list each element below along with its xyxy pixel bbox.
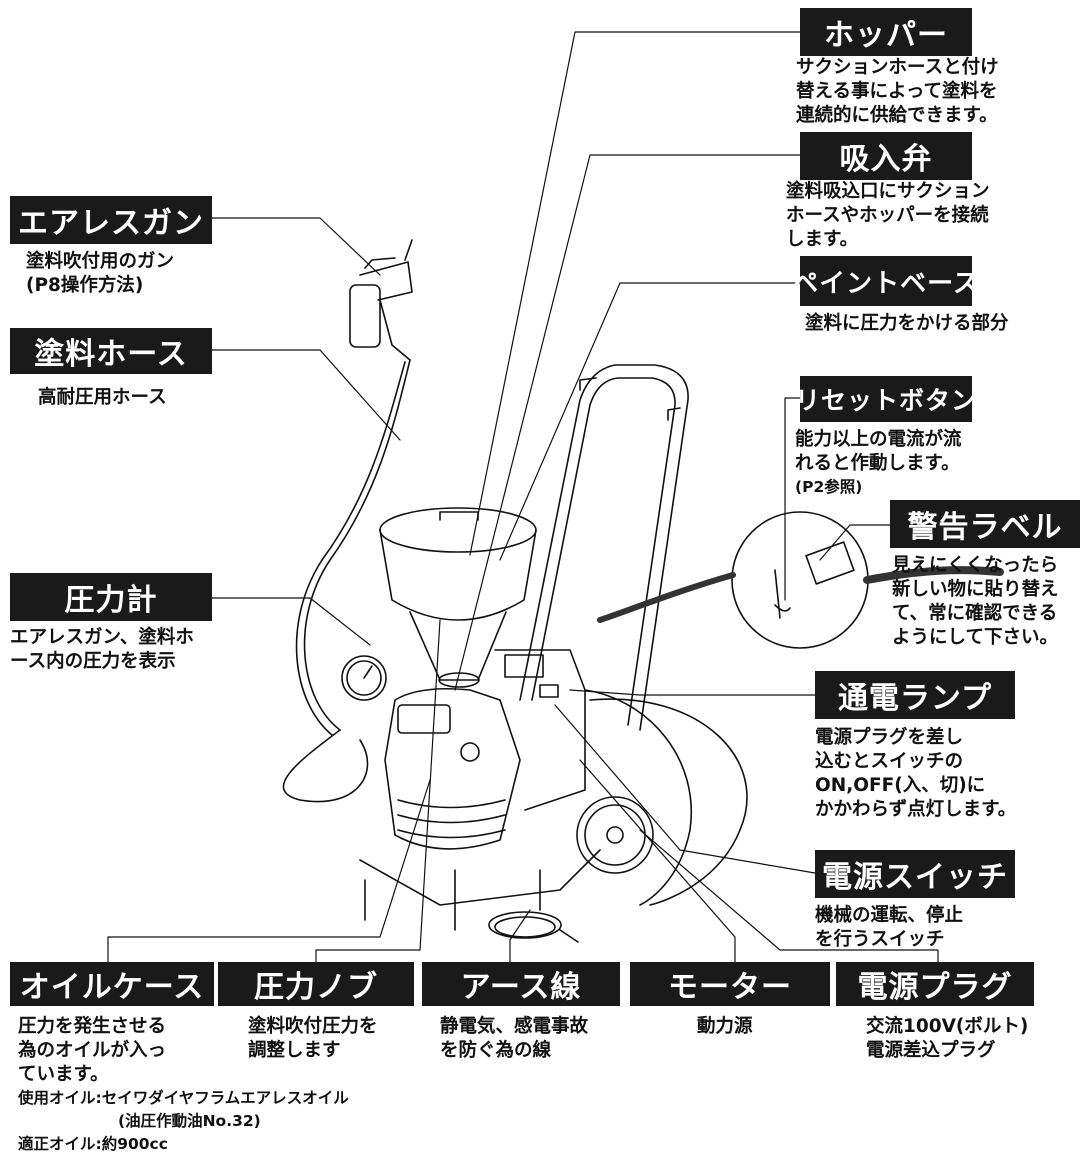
leader-power-plug [639,829,939,971]
paint-hose-description: 高耐圧用ホース [38,387,167,408]
leader-pressure-gauge [211,597,371,646]
pump-body-drawing [384,687,521,850]
leader-warning-label [819,524,891,561]
detail-connector-drawing [597,572,736,623]
pressure-gauge-label: 圧力計 [10,573,212,621]
power-plug-description: 交流100V(ボルト) 電源差込プラグ [866,1016,1029,1061]
leader-lines [107,31,939,971]
leader-paint-hose [211,349,401,441]
motor-label: モーター [630,962,830,1006]
oil-case-oil-use-sub: (油圧作動油No.32) [118,1112,261,1130]
earth-wire-label: アース線 [422,962,620,1006]
leader-reset-button [784,397,801,601]
power-cable-drawing [584,689,748,906]
warning-label-description: 見えにくくなったら 新しい物に貼り替え て、常に確認できる ようにして下さい。 [892,555,1059,648]
reset-button-description: 能力以上の電流が流 れると作動します。 (P2参照) [795,429,962,496]
pressure-knob-description: 塗料吹付圧力を 調整します [248,1016,378,1061]
paint-hose-drawing [282,359,411,803]
cart-frame-drawing [359,796,654,931]
hopper-drawing [379,507,537,688]
power-lamp-description: 電源プラグを差し 込むとスイッチの ON,OFF(入、切)に かかわらず点灯しま… [815,727,1017,820]
oil-case-label: オイルケース [10,962,214,1006]
leader-motor [579,759,736,971]
spray-gun-drawing [349,239,413,361]
power-plug-label: 電源プラグ [836,962,1034,1006]
motor-description: 動力源 [697,1016,753,1037]
paint-hose-label: 塗料ホース [10,328,212,374]
airless-gun-label: エアレスガン [10,196,212,244]
oil-case-oil-use: 使用オイル:セイワダイヤフラムエアレスオイル [18,1089,349,1107]
detail-magnifier-drawing [731,511,869,649]
warning-label-label: 警告ラベル [890,500,1080,548]
pressure-gauge-drawing [341,655,387,701]
leader-paint-base [499,282,801,561]
leader-hopper [469,31,801,556]
pressure-knob-label: 圧力ノブ [218,962,414,1006]
paint-base-label: ペイントベース [792,256,979,306]
cart-handle-drawing [519,364,689,731]
earth-wire-description: 静電気、感電事故 を防ぐ為の線 [440,1016,589,1061]
paint-base-description: 塗料に圧力をかける部分 [805,313,1009,334]
leader-oil-case [107,779,431,971]
control-box-drawing [494,649,586,811]
leader-power-switch [554,704,816,874]
hopper-label: ホッパー [800,8,972,56]
oil-case-description: 圧力を発生させる 為のオイルが入っ ています。 使用オイル:セイワダイヤフラムエ… [18,1015,349,1156]
suction-valve-description: 塗料吸込口にサクション ホースやホッパーを接続 します。 [786,181,990,250]
leader-airless-gun [211,217,381,276]
leader-power-lamp [569,689,816,696]
pressure-gauge-description: エアレスガン、塗料ホ ース内の圧力を表示 [10,627,194,672]
earth-wire-drawing [488,911,579,943]
leader-pressure-knob [315,619,441,971]
power-lamp-label: 通電ランプ [815,671,1015,719]
power-switch-label: 電源スイッチ [815,850,1015,898]
power-switch-description: 機械の運転、停止 を行うスイッチ [815,905,964,950]
reset-button-label: リセットボタン [795,376,976,422]
hopper-description: サクションホースと付け 替える事によって塗料を 連続的に供給できます。 [796,57,999,126]
airless-gun-description: 塗料吹付用のガン (P8操作方法) [26,251,175,296]
leader-earth-wire [509,909,531,971]
suction-valve-label: 吸入弁 [800,132,972,180]
oil-case-oil-amount: 適正オイル:約900cc [18,1135,168,1153]
